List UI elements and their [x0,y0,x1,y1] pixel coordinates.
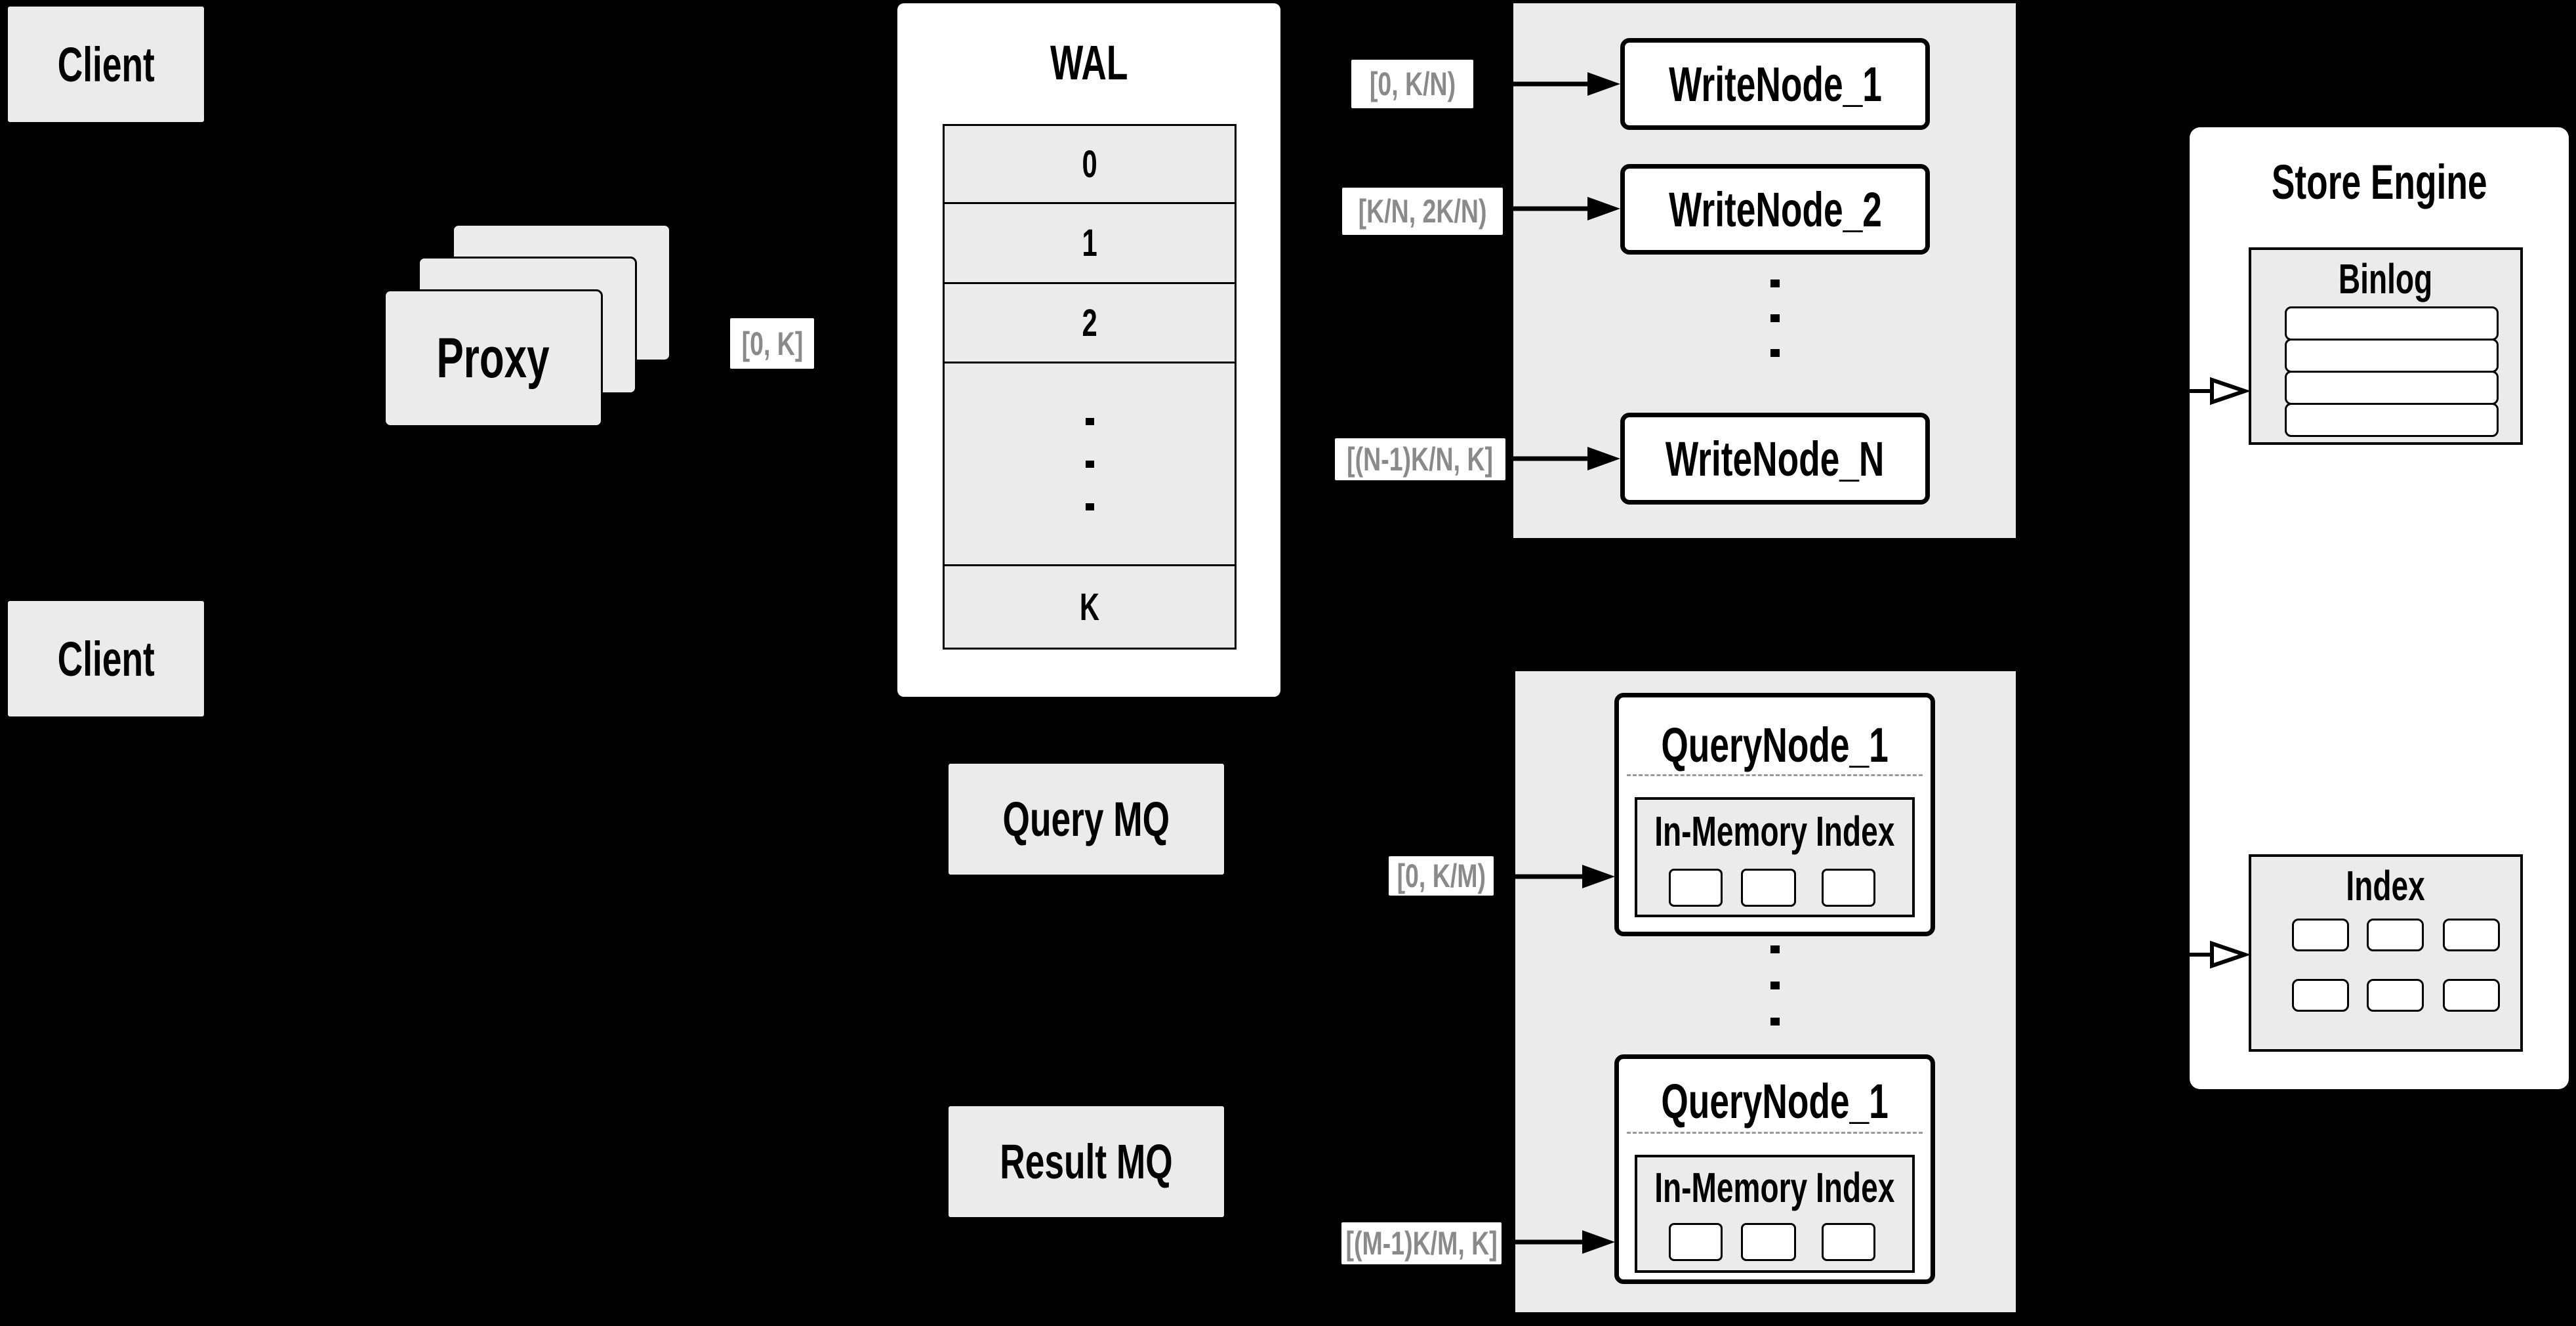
query-node-1-label: QueryNode_1 [1661,718,1889,772]
binlog-row [2285,339,2499,373]
query-node-2-box: QueryNode_1 In-Memory Index [1614,1054,1935,1284]
wal-segment-table: 0 1 2 K [943,124,1237,650]
wal-title-row: WAL [897,33,1280,92]
index-segment-cell [1822,869,1875,907]
index-cell [2367,979,2424,1012]
index-segment-cell [1741,869,1796,907]
arrow-solid-writenode-n-icon [1513,447,1620,470]
client-bottom-box: Client [6,599,206,718]
wal-container: WAL 0 1 2 K [897,3,1280,697]
range-label-writenode-n: [(N-1)K/N, K] [1335,438,1505,480]
store-engine-container: Store Engine Binlog Index [2190,127,2569,1089]
wal-segment-row: 0 [943,124,1237,204]
index-cell [2443,919,2500,951]
arrow-solid-writenode-1-icon [1513,72,1620,96]
index-segment-cell [1669,869,1723,907]
index-cell [2292,919,2349,951]
index-title: Index [2346,862,2426,909]
proxy-label: Proxy [436,326,550,390]
arrow-solid-querynode-1-icon [1515,865,1615,888]
binlog-title: Binlog [2339,255,2433,302]
write-node-1-box: WriteNode_1 [1620,38,1930,130]
wal-segment-row: K [943,564,1237,650]
binlog-row [2285,403,2499,437]
client-bottom-label: Client [57,631,155,686]
range-label-querynode-2: [(M-1)K/M, K] [1341,1222,1502,1264]
query-mq-box: Query MQ [947,762,1226,877]
in-memory-index-box: In-Memory Index [1635,797,1915,917]
range-label-0-k: [0, K] [730,318,814,369]
index-cell [2443,979,2500,1012]
wal-title: WAL [1050,35,1128,90]
in-memory-index-box: In-Memory Index [1635,1155,1915,1273]
index-box: Index [2249,854,2523,1052]
index-segment-cell [1669,1223,1723,1261]
arrow-solid-writenode-2-icon [1513,197,1620,220]
index-segment-cell [1822,1223,1875,1261]
divider-dashed [1627,774,1923,776]
proxy-box: Proxy [384,289,603,427]
index-segment-cell [1741,1223,1796,1261]
write-node-n-box: WriteNode_N [1620,413,1930,505]
range-label-writenode-1: [0, K/N) [1351,60,1473,108]
ellipsis-dots [1770,945,1780,1026]
client-top-label: Client [57,37,155,92]
write-node-2-box: WriteNode_2 [1620,164,1930,255]
wal-segment-row: 2 [943,282,1237,363]
binlog-box: Binlog [2249,247,2523,445]
binlog-row [2285,371,2499,405]
index-cell [2292,979,2349,1012]
arrow-hollow-index-icon [2190,940,2251,969]
range-label-querynode-1: [0, K/M) [1389,856,1494,896]
wal-ellipsis-row [943,362,1237,566]
ellipsis-dots [1085,417,1094,510]
arrow-hollow-binlog-icon [2190,377,2251,405]
ellipsis-dots [1770,280,1780,357]
binlog-row [2285,306,2499,341]
wal-segment-row: 1 [943,202,1237,284]
query-node-2-label: QueryNode_1 [1661,1074,1889,1129]
client-top-box: Client [6,5,206,124]
arrow-solid-querynode-2-icon [1515,1230,1615,1254]
index-cell [2367,919,2424,951]
divider-dashed [1627,1132,1923,1134]
range-label-writenode-2: [K/N, 2K/N) [1342,188,1503,235]
store-engine-title: Store Engine [2271,154,2487,209]
result-mq-box: Result MQ [947,1104,1226,1219]
query-node-1-box: QueryNode_1 In-Memory Index [1614,693,1935,936]
